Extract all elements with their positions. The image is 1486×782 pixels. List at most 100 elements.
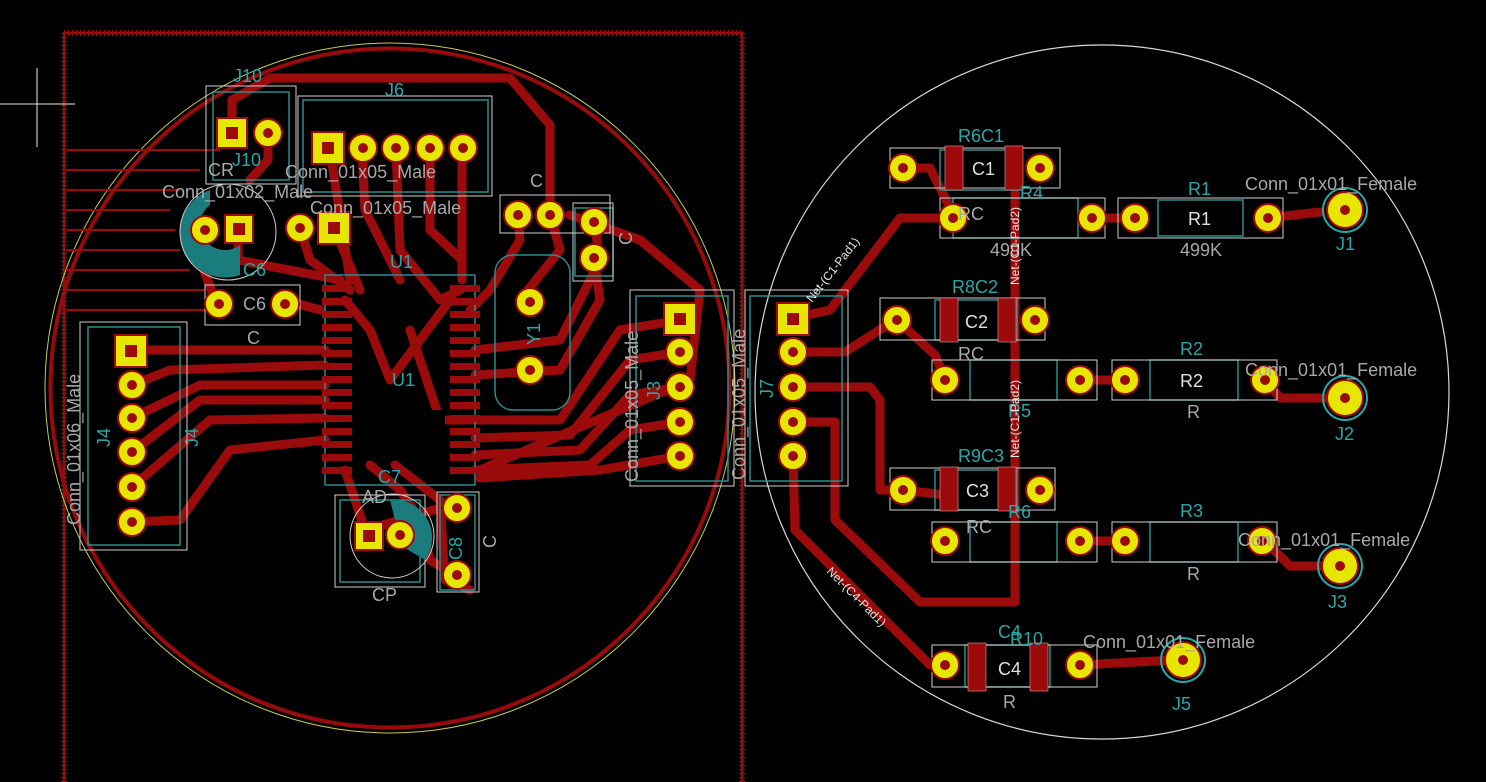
conn-01x05-label-b: Conn_01x05_Male	[310, 198, 461, 219]
pad-drill-hole	[788, 451, 798, 461]
pad-drill-hole	[425, 143, 435, 153]
c-top-label: C	[530, 171, 543, 191]
pad-drill-hole	[395, 530, 405, 540]
smd-pads	[939, 145, 1049, 692]
j3-female-value: Conn_01x01_Female	[1238, 530, 1410, 551]
pad-drill-hole	[788, 347, 798, 357]
r4-ref: R4	[1020, 183, 1043, 203]
j2-ref: J2	[1335, 424, 1354, 444]
r2-value: R	[1187, 402, 1200, 422]
pad-drill-hole	[1030, 315, 1040, 325]
r2-ref-fab: R2	[1180, 371, 1203, 391]
j3-value-label: Conn_01x05_Male	[622, 331, 643, 482]
u1-ref-top: U1	[390, 252, 413, 272]
c-value-label: C	[247, 328, 260, 348]
pad-drill-hole	[1075, 375, 1085, 385]
u1-pads	[322, 285, 480, 474]
right-copper-tracks	[788, 145, 1340, 670]
pad-drill-hole	[127, 380, 137, 390]
pad-drill-hole	[589, 253, 599, 263]
cp-label: CP	[372, 585, 397, 605]
c4-ref: C4	[998, 659, 1021, 679]
pad-drill-hole	[788, 382, 798, 392]
j2-value: Conn_01x01_Female	[1245, 360, 1417, 381]
pad-drill-hole	[1035, 485, 1045, 495]
pad-drill-hole	[1087, 213, 1097, 223]
j1-ref: J1	[1336, 234, 1355, 254]
pad-drill-hole	[452, 503, 462, 513]
j10-ref-dup: J10	[232, 150, 261, 170]
pad-drill-hole	[940, 375, 950, 385]
row2-top-label: R8C2	[952, 277, 998, 297]
net-label-c1-pad2-a: Net-(C1-Pad2)	[1008, 207, 1022, 285]
r10-ref: R10	[1010, 629, 1043, 649]
pad-drill-hole	[127, 482, 137, 492]
net-label-c4-pad1: Net-(C4-Pad1)	[824, 564, 889, 629]
round-pads	[117, 118, 1283, 680]
pad-drill-hole	[1263, 213, 1273, 223]
c4-value: R	[1003, 692, 1016, 712]
c2-ref: C2	[965, 312, 988, 332]
pad-drill-hole	[675, 382, 685, 392]
pad-drill-hole	[898, 485, 908, 495]
j5-value: Conn_01x01_Female	[1083, 632, 1255, 653]
pad-drill-hole	[452, 570, 462, 580]
pad-drill-hole	[1075, 660, 1085, 670]
conn-01x05-label-a: Conn_01x05_Male	[285, 162, 436, 183]
keepout-zone	[61, 30, 745, 782]
pad-drill-hole	[391, 143, 401, 153]
c4-top-label: C4	[998, 622, 1021, 642]
left-tracks-thin	[66, 149, 220, 311]
pad-drill-hole	[1035, 163, 1045, 173]
pad-drill-hole	[675, 451, 685, 461]
pad-drill-hole	[1130, 213, 1140, 223]
pad-drill-hole	[263, 128, 273, 138]
u1-ref-mid: U1	[392, 370, 415, 390]
c-side-label: C	[616, 232, 636, 245]
pad-drill-hole	[940, 660, 950, 670]
crosshair-icon	[0, 68, 75, 147]
pad-drill-hole	[280, 299, 290, 309]
pad-drill-hole	[525, 297, 535, 307]
c3-value: RC	[966, 517, 992, 537]
r3-value: R	[1187, 564, 1200, 584]
j6-ref: J6	[385, 80, 404, 100]
j3-female-ref: J3	[1328, 592, 1347, 612]
pad-drill-hole	[525, 365, 535, 375]
pad-drill-hole	[948, 213, 958, 223]
pad-drill-hole	[1260, 375, 1270, 385]
pad-drill-hole	[127, 517, 137, 527]
j4-ref-fab: J4	[182, 428, 202, 447]
c8-ref: C8	[446, 537, 466, 560]
r6-ref: R6	[1008, 502, 1031, 522]
c1-ref: C1	[972, 159, 995, 179]
right-board-outline	[754, 44, 1450, 740]
r4-value: 499K	[990, 240, 1032, 260]
pad-drill-hole	[675, 417, 685, 427]
y1-ref: Y1	[524, 323, 544, 345]
j7-value-label: Conn_01x05_Male	[729, 329, 750, 480]
net-label-c1-pad2-b: Net-(C1-Pad2)	[1008, 380, 1022, 458]
j10-ref: J10	[233, 66, 262, 86]
pad-drill-hole	[892, 315, 902, 325]
j4-value-label: Conn_01x06_Male	[64, 374, 85, 525]
pad-drill-hole	[940, 536, 950, 546]
c3-ref: C3	[966, 481, 989, 501]
r1-ref-silk: R1	[1188, 179, 1211, 199]
c6-ref: C6	[243, 260, 266, 280]
pad-drill-hole	[295, 223, 305, 233]
r1-value: 499K	[1180, 240, 1222, 260]
ad-label: AD	[362, 487, 387, 507]
pad-drill-hole	[1075, 536, 1085, 546]
r1-ref-fab: R1	[1188, 209, 1211, 229]
conn-01x02-label: Conn_01x02_Male	[162, 182, 313, 203]
c1-value: RC	[958, 204, 984, 224]
pad-drill-hole	[214, 299, 224, 309]
row1-top-label: R6C1	[958, 126, 1004, 146]
row3-top-label: R9C3	[958, 446, 1004, 466]
j5-ref: J5	[1172, 694, 1191, 714]
pad-drill-hole	[458, 143, 468, 153]
c2-value: RC	[958, 344, 984, 364]
pad-drill-hole	[513, 210, 523, 220]
